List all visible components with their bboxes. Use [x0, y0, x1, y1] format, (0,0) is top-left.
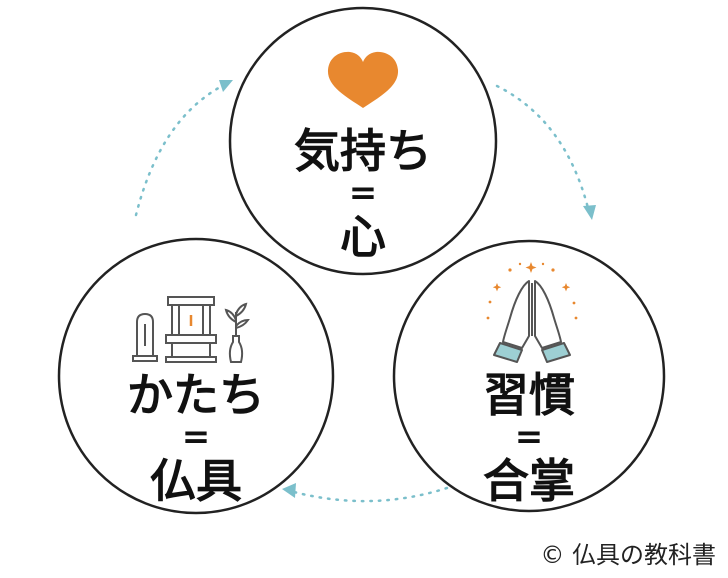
node-circle-katachi	[57, 237, 335, 515]
flower-vase-icon	[224, 302, 250, 363]
node-title: かたち	[127, 368, 265, 422]
equals-sign: =	[181, 417, 211, 457]
equals-sign: =	[514, 417, 544, 457]
node-subtitle: 心	[340, 210, 386, 264]
praying-hands-icon	[486, 262, 578, 363]
arrow-kimochi-to-shukan	[495, 84, 596, 220]
node-circle-shukan	[392, 239, 666, 513]
node-subtitle: 合掌	[483, 454, 575, 508]
memorial-tablet-icon	[132, 312, 158, 362]
copyright-credit: © 仏具の教科書	[540, 541, 716, 569]
node-label-katachi: かたち = 仏具	[86, 372, 306, 504]
node-label-kimochi: 気持ち = 心	[263, 128, 463, 260]
node-title: 習慣	[483, 368, 575, 422]
node-label-shukan: 習慣 = 合掌	[429, 372, 629, 504]
heart-icon	[327, 51, 399, 108]
node-circle-kimochi	[228, 6, 498, 276]
node-subtitle: 仏具	[150, 454, 242, 508]
equals-sign: =	[348, 173, 378, 213]
arrow-shukan-to-katachi	[282, 483, 449, 503]
sparkle-icon	[486, 262, 578, 320]
altar-items-icon	[132, 296, 250, 363]
lantern-icon	[165, 296, 217, 363]
arrow-katachi-to-kimochi	[134, 80, 233, 217]
node-title: 気持ち	[294, 124, 432, 178]
